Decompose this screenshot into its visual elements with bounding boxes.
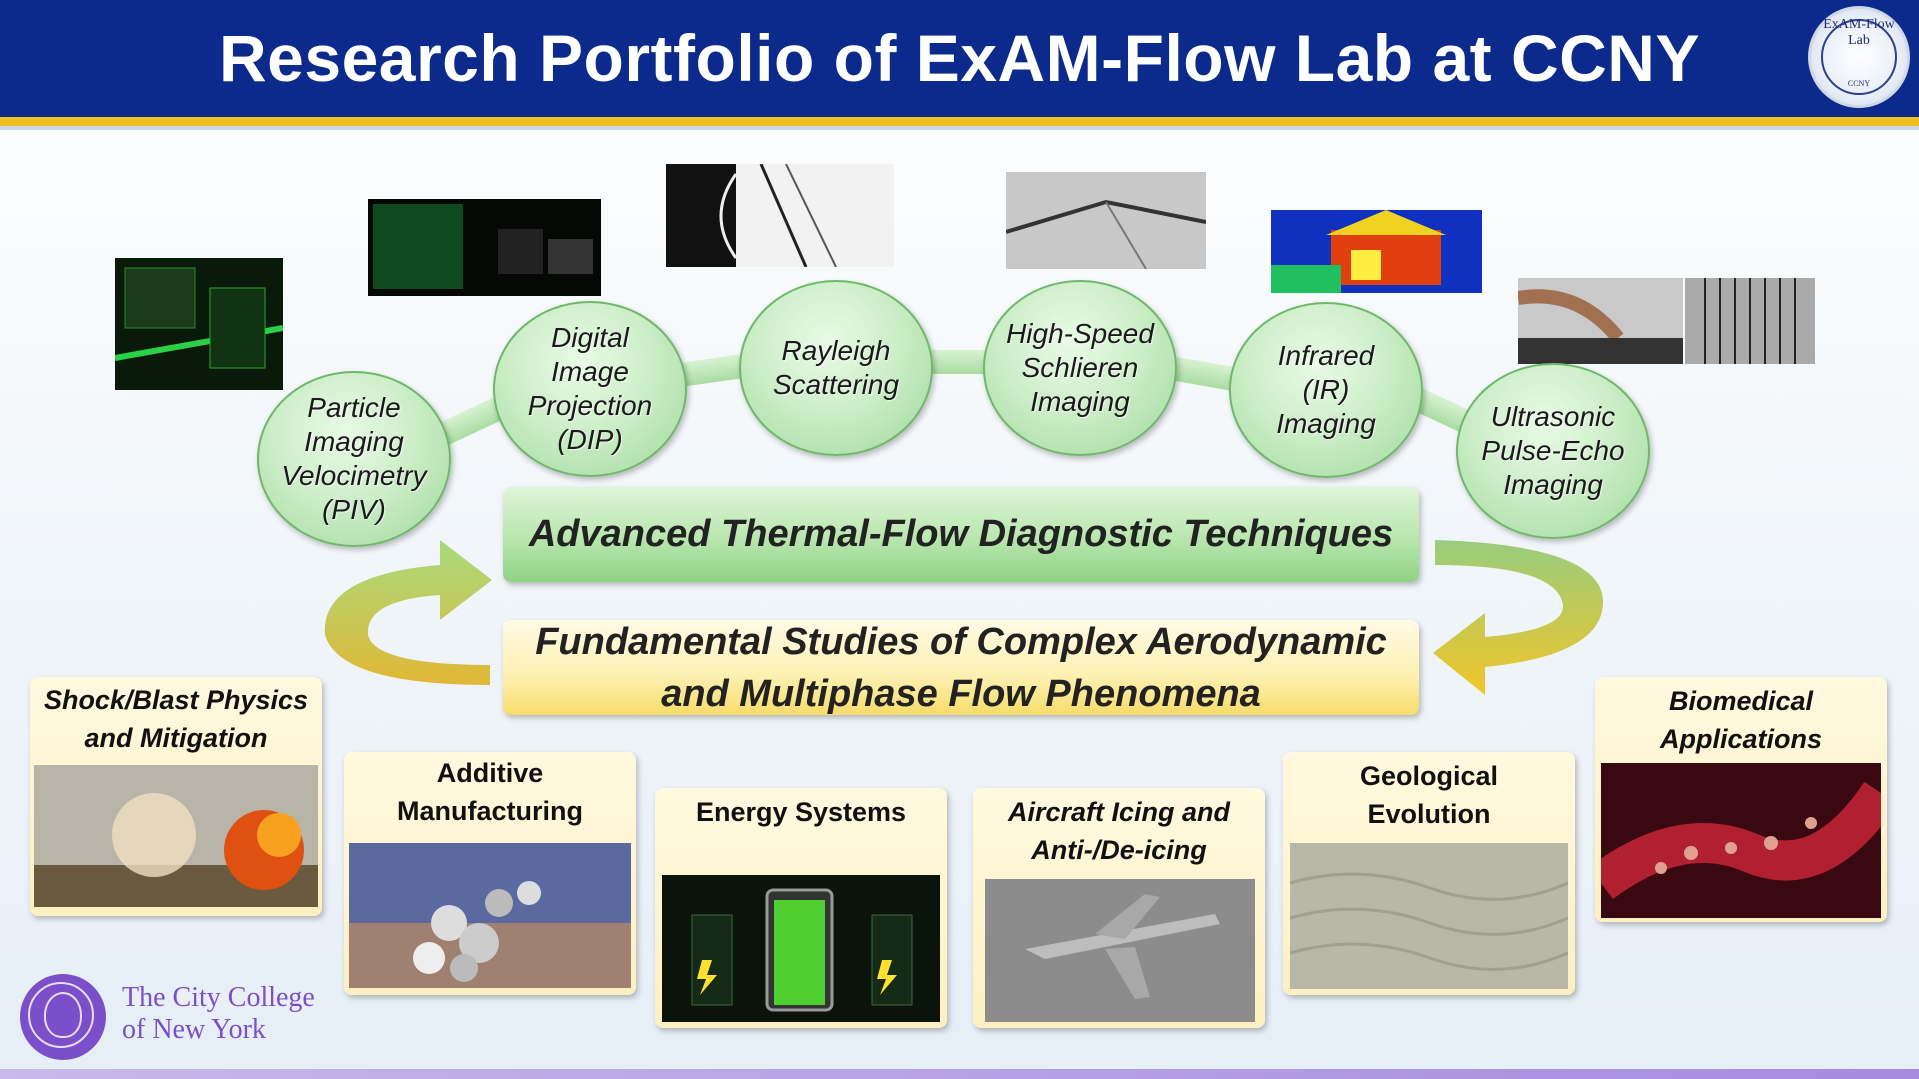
footer-band [0,1069,1919,1079]
schlieren-photo [1006,172,1206,269]
ccny-logo-face [44,992,82,1038]
cycle-arrow-left [324,540,492,685]
application-geological-evolution: Geological Evolution [1283,752,1575,995]
application-additive-manufacturing: Additive Manufacturing [344,752,636,995]
application-label: Energy Systems [695,797,907,827]
lab-logo-name: ExAM-Flow Lab [1823,17,1895,48]
technique-schlieren: High-Speed Schlieren Imaging [983,280,1177,456]
ccny-logo-ring [28,982,94,1048]
lab-logo-ring [1821,19,1897,95]
application-aircraft-icing: Aircraft Icing and Anti-/De-icing [973,788,1265,1028]
header-underline [0,126,1919,130]
application-label: Shock/Blast Physics and Mitigation [43,685,309,753]
explosion-image [34,765,318,907]
application-label: Biomedical Applications [1659,686,1822,754]
lab-logo: ExAM-Flow Lab CCNY [1808,6,1910,108]
technique-piv: Particle Imaging Velocimetry (PIV) [257,371,451,547]
technique-rayleigh: Rayleigh Scattering [739,280,933,456]
blood-vessel-image [1601,763,1881,918]
technique-infrared: Infrared (IR) Imaging [1229,302,1423,478]
application-biomedical: Biomedical Applications [1595,677,1887,922]
ultrasonic-photo [1518,278,1683,364]
application-label: Additive Manufacturing [397,758,583,826]
application-energy-systems: Energy Systems [655,788,947,1028]
ultrasonic-signal-photo [1685,278,1815,364]
aircraft-icing-image [985,879,1255,1022]
technique-dip: Digital Image Projection (DIP) [493,301,687,477]
connector-3 [925,350,985,374]
dip-photo [368,199,601,296]
application-label: Aircraft Icing and Anti-/De-icing [1007,797,1231,865]
piv-photo [115,258,283,390]
application-shock-blast: Shock/Blast Physics and Mitigation [30,677,322,916]
technique-ultrasonic: Ultrasonic Pulse-Echo Imaging [1456,363,1650,539]
page-title: Research Portfolio of ExAM-Flow Lab at C… [219,21,1700,95]
header-gold-stripe [0,117,1919,126]
application-label: Geological Evolution [1359,761,1499,829]
header-bar [0,0,1919,117]
metal-powder-image [349,843,631,988]
sand-dunes-image [1290,843,1568,989]
cycle-arrow-right [1433,540,1604,695]
infrared-photo [1271,210,1482,293]
battery-image [662,875,940,1022]
ccny-logo [20,974,106,1060]
rayleigh-photo [666,164,894,267]
college-name: The City College of New York [122,982,315,1045]
diagnostics-banner: Advanced Thermal-Flow Diagnostic Techniq… [503,487,1419,582]
fundamentals-banner: Fundamental Studies of Complex Aerodynam… [503,620,1419,715]
lab-logo-ccny: CCNY [1847,79,1871,88]
